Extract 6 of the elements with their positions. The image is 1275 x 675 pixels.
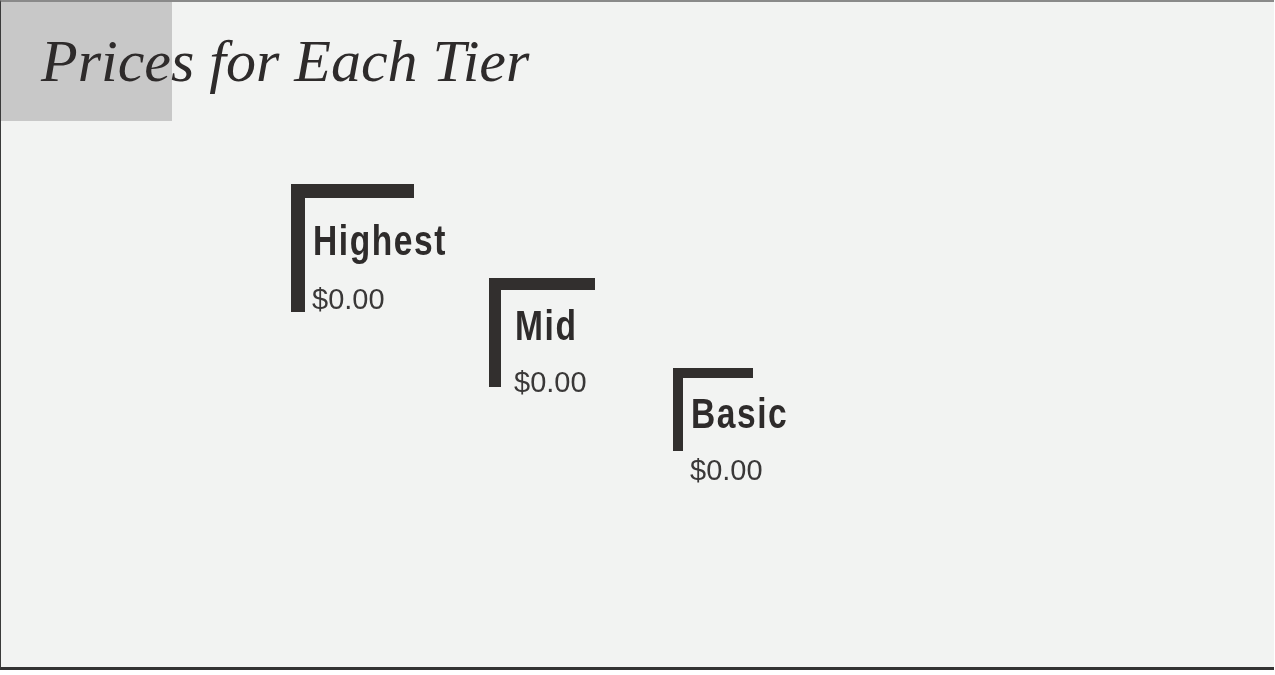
tier-price: $0.00 bbox=[312, 285, 385, 314]
tier-name: Highest bbox=[313, 219, 447, 262]
tier-name: Basic bbox=[691, 392, 789, 435]
tier-price: $0.00 bbox=[514, 368, 587, 397]
tier-price: $0.00 bbox=[690, 456, 763, 485]
tier-name: Mid bbox=[515, 304, 578, 347]
